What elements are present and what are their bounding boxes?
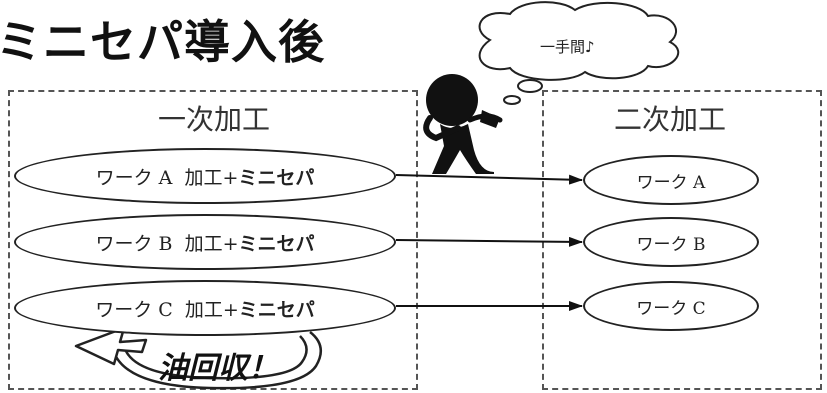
process-label: 加工+ xyxy=(184,166,239,189)
secondary-work-a: ワーク A xyxy=(583,155,759,205)
work-label: ワーク B xyxy=(95,232,173,255)
brand-label: ミニセパ xyxy=(238,298,315,321)
secondary-work-c: ワーク C xyxy=(583,281,759,331)
recycle-arrow-icon xyxy=(74,326,323,390)
primary-work-a: ワーク A 加工+ミニセパ xyxy=(14,148,396,204)
work-label: ワーク A xyxy=(95,166,173,189)
primary-work-b: ワーク B 加工+ミニセパ xyxy=(14,214,396,270)
primary-work-c: ワーク C 加工+ミニセパ xyxy=(14,280,396,336)
person-blowing-icon xyxy=(423,74,503,174)
thought-bubble-text: 一手間♪ xyxy=(540,38,595,56)
brand-label: ミニセパ xyxy=(238,232,315,255)
thought-bubble-icon xyxy=(478,1,680,105)
work-label: ワーク C xyxy=(95,298,173,321)
secondary-process-box xyxy=(542,90,822,390)
flow-arrow-a xyxy=(395,174,583,185)
brand-label: ミニセパ xyxy=(238,166,315,189)
page-title: ミニセパ導入後 xyxy=(0,15,325,69)
oil-recovery-callout: 油回収！ xyxy=(158,351,278,386)
flow-arrow-b xyxy=(395,236,583,247)
secondary-work-b: ワーク B xyxy=(583,217,759,267)
primary-process-title: 一次加工 xyxy=(158,103,271,136)
process-label: 加工+ xyxy=(184,232,239,255)
process-label: 加工+ xyxy=(184,298,239,321)
secondary-process-title: 二次加工 xyxy=(614,103,727,136)
